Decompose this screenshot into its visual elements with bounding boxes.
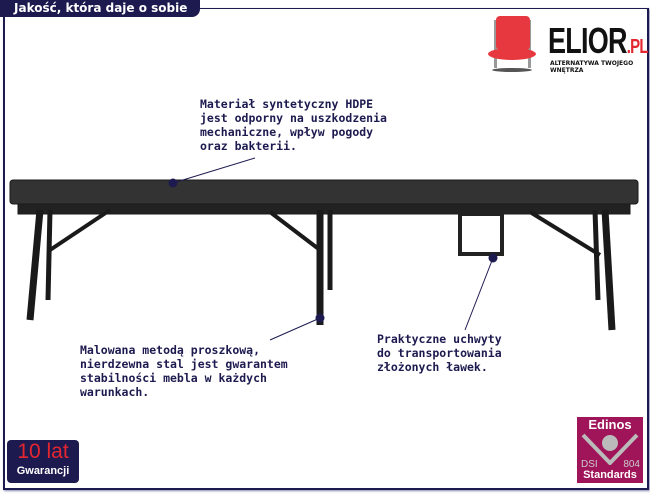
chair-logo-icon xyxy=(488,16,536,72)
cert-right: 804 xyxy=(623,459,640,470)
annotation-handles: Praktyczne uchwyty do transportowania zł… xyxy=(377,332,502,374)
annotation-leaders xyxy=(168,157,498,341)
cert-left: DSI xyxy=(581,459,598,470)
tagline-banner: Jakość, która daje o sobie znać! xyxy=(0,0,200,32)
brand-suffix: .PL xyxy=(626,36,649,58)
frame xyxy=(3,8,649,490)
brand-slogan: ALTERNATYWA TWOJEGO WNĘTRZA xyxy=(550,60,634,74)
warranty-badge: 10 lat Gwarancji xyxy=(7,440,79,483)
annotation-material: Materiał syntetyczny HDPE jest odporny n… xyxy=(200,97,387,153)
bench xyxy=(9,179,639,331)
warranty-label: Gwarancji xyxy=(16,465,70,477)
brand-logo: ELIOR.PL xyxy=(548,20,649,62)
cert-v-icon xyxy=(581,433,639,465)
cert-bottom: Standards xyxy=(583,469,637,481)
warranty-years: 10 lat xyxy=(17,440,69,463)
brand-name: ELIOR xyxy=(548,20,628,61)
annotation-steel: Malowana metodą proszkową, nierdzewna st… xyxy=(80,343,288,399)
cert-name: Edinos xyxy=(588,417,632,432)
certification-badge: Edinos DSI 804 Standards xyxy=(577,417,643,483)
